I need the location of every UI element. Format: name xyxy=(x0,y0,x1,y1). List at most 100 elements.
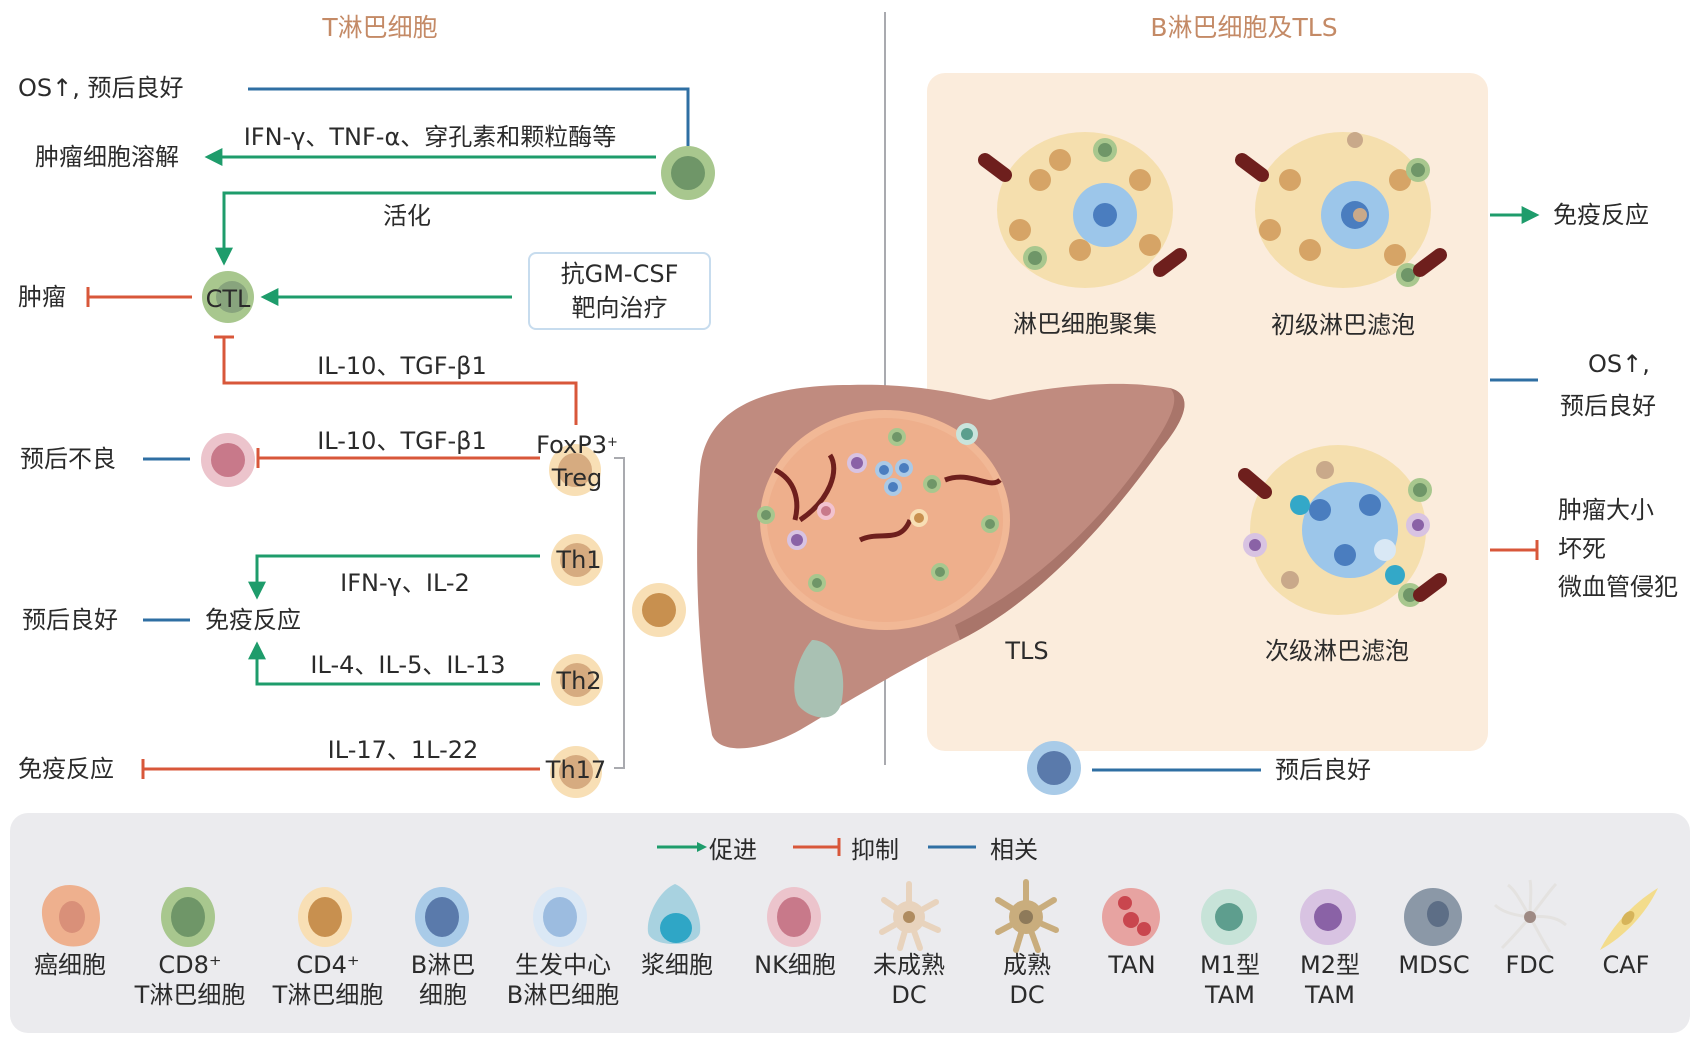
legend-label-line1: FDC xyxy=(1505,951,1555,979)
legend-label-line1: 未成熟 xyxy=(873,951,945,979)
tumor-lysis-label: 肿瘤细胞溶解 xyxy=(35,143,179,171)
th17-label: Th17 xyxy=(545,756,607,784)
legend-label-line1: B淋巴 xyxy=(410,951,476,979)
b-cell xyxy=(1027,741,1081,795)
th2-immune-promote-arrow xyxy=(248,641,540,686)
legend-label-line2: TAM xyxy=(1205,981,1255,1009)
th1-cytokines-label: IFN-γ、IL-2 xyxy=(340,569,470,597)
legend-promote-label: 促进 xyxy=(709,835,757,864)
legend-cancer-cell: 癌细胞 xyxy=(34,950,106,980)
cd4-t-cell xyxy=(632,583,686,637)
legend-label-line2: 细胞 xyxy=(419,981,467,1009)
primary-follicle-cluster xyxy=(1235,132,1447,288)
necrosis-label: 坏死 xyxy=(1558,535,1606,563)
th2-cytokines-label: IL-4、IL-5、IL-13 xyxy=(310,651,506,679)
legend-label-line1: M2型 xyxy=(1300,951,1360,979)
treg-label: Treg xyxy=(551,464,603,492)
promote-arrow-icon xyxy=(657,842,707,852)
legend-label-line1: CD8⁺ xyxy=(158,951,222,979)
treg-nk-cytokines-label: IL-10、TGF-β1 xyxy=(317,427,487,455)
gmcsf-line-1: 抗GM-CSF xyxy=(560,260,679,288)
secondary-follicle-cluster xyxy=(1238,445,1447,615)
b-cell-good-prognosis-label: 预后良好 xyxy=(1275,756,1371,784)
legend-label-line1: MDSC xyxy=(1398,951,1470,979)
th1-cell xyxy=(551,534,603,586)
good-prognosis-label: 预后良好 xyxy=(22,606,118,634)
legend-nk-cell: NK细胞 xyxy=(754,950,836,980)
th2-cell xyxy=(551,654,603,706)
legend-cd4-t-cell: CD4⁺T淋巴细胞 xyxy=(273,950,384,1010)
legend-plasma-cell: 浆细胞 xyxy=(641,950,713,980)
th17-target-label: 免疫反应 xyxy=(18,755,114,783)
lymphocyte-aggregate-cluster xyxy=(978,132,1187,288)
foxp3-superscript: + xyxy=(606,435,618,450)
foxp3-text: FoxP3 xyxy=(536,431,607,459)
legend-label-line2: T淋巴细胞 xyxy=(272,981,384,1009)
treg-cell xyxy=(549,444,601,496)
cd8-effector-molecules-label: IFN-γ、TNF-α、穿孔素和颗粒酶等 xyxy=(243,123,617,151)
tls-os-label: OS↑, xyxy=(1588,350,1650,378)
th17-cell xyxy=(550,746,602,798)
legend-caf: CAF xyxy=(1603,950,1650,980)
legend-label-line2: B淋巴细胞 xyxy=(506,981,620,1009)
cd8-ctl-activate-arrow xyxy=(215,191,656,266)
legend-key-promote: 促进 xyxy=(657,833,757,864)
tls-good-prognosis-label: 预后良好 xyxy=(1560,392,1656,420)
microvascular-invasion-label: 微血管侵犯 xyxy=(1558,573,1678,601)
tls-immune-response-label: 免疫反应 xyxy=(1553,201,1649,229)
cd8-t-cell xyxy=(661,146,715,200)
legend-mdsc: MDSC xyxy=(1398,950,1469,980)
stage-label-aggregate: 淋巴细胞聚集 xyxy=(1013,310,1157,338)
t-cell-section-title: T淋巴细胞 xyxy=(322,13,438,42)
os-good-prognosis-label: OS↑, 预后良好 xyxy=(18,74,184,102)
legend-label-line1: 生发中心 xyxy=(515,951,611,979)
poor-prognosis-label: 预后不良 xyxy=(20,445,116,473)
th2-label: Th2 xyxy=(556,667,602,695)
legend-b-cell: B淋巴细胞 xyxy=(411,950,475,1010)
th1-immune-promote-arrow xyxy=(248,554,540,600)
stage-label-primary-follicle: 初级淋巴滤泡 xyxy=(1271,311,1415,339)
legend-label-line1: M1型 xyxy=(1200,951,1260,979)
th1-label: Th1 xyxy=(556,546,602,574)
ctl-cell xyxy=(202,271,254,323)
legend-correlate-label: 相关 xyxy=(990,835,1038,864)
legend-key-inhibit: 抑制 xyxy=(793,833,899,864)
ctl-label: CTL xyxy=(205,285,251,313)
legend-label-line2: DC xyxy=(891,981,927,1009)
legend-label-line1: TAN xyxy=(1108,951,1156,979)
gmcsf-line-2: 靶向治疗 xyxy=(571,294,668,322)
legend-label-line1: NK细胞 xyxy=(754,951,836,979)
legend-tan: TAN xyxy=(1108,950,1155,980)
tumor-label: 肿瘤 xyxy=(18,283,66,311)
b-cell-tls-section-title: B淋巴细胞及TLS xyxy=(1150,13,1338,42)
legend-key-correlate: 相关 xyxy=(928,833,1038,864)
inhibit-bar-icon xyxy=(793,838,841,856)
cd4-subset-bracket xyxy=(614,457,625,769)
legend-label-line1: 癌细胞 xyxy=(34,951,106,979)
liver-illustration xyxy=(697,383,1185,749)
stage-label-secondary-follicle: 次级淋巴滤泡 xyxy=(1265,637,1409,665)
legend-label-line1: CAF xyxy=(1602,951,1650,979)
foxp3-label: FoxP3+ xyxy=(536,431,618,459)
immune-response-label: 免疫反应 xyxy=(205,606,301,634)
legend-fdc: FDC xyxy=(1505,950,1554,980)
treg-ctl-cytokines-label: IL-10、TGF-β1 xyxy=(317,352,487,380)
legend-label-line2: TAM xyxy=(1305,981,1355,1009)
anti-gmcsf-therapy-box: 抗GM-CSF 靶向治疗 xyxy=(528,252,711,330)
tls-label: TLS xyxy=(1005,637,1049,665)
activate-label: 活化 xyxy=(383,202,431,230)
tumor-size-label: 肿瘤大小 xyxy=(1558,496,1654,524)
th17-cytokines-label: IL-17、1L-22 xyxy=(327,736,479,764)
treg-ctl-inhibit-line xyxy=(222,338,578,425)
legend-label-line1: CD4⁺ xyxy=(296,951,360,979)
cd8-os-correlate-line xyxy=(248,87,690,146)
legend-label-line1: 浆细胞 xyxy=(641,951,713,979)
legend-label-line2: DC xyxy=(1009,981,1045,1009)
legend-inhibit-label: 抑制 xyxy=(851,835,899,864)
